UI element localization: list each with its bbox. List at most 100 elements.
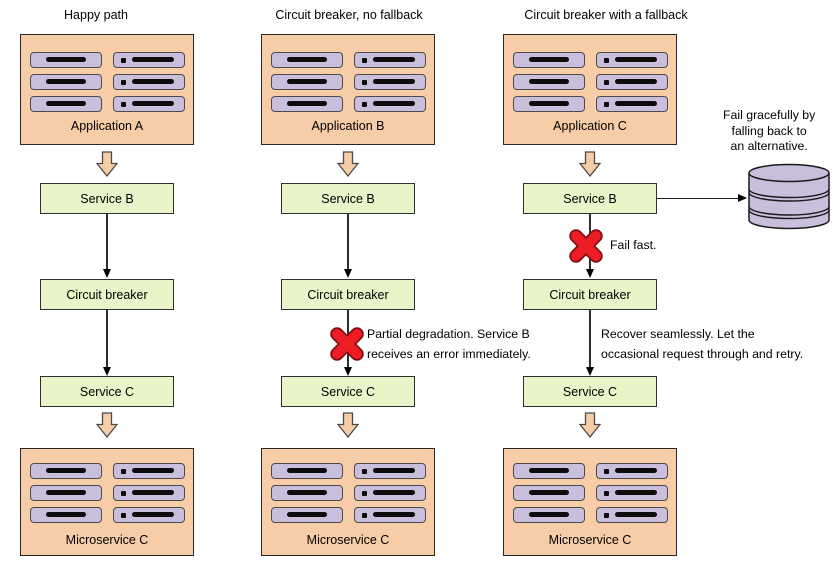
server-bar — [373, 468, 415, 473]
server-led — [362, 490, 367, 496]
service-b-box: Service B — [40, 183, 174, 214]
server-bar — [529, 468, 569, 473]
block-arrow-down-icon — [579, 151, 601, 177]
server-icon — [113, 74, 185, 90]
block-arrow-down-icon — [96, 412, 118, 438]
server-led — [604, 79, 609, 85]
server-bar — [529, 57, 569, 62]
server-icon — [596, 74, 668, 90]
server-icon — [513, 463, 585, 479]
server-bar — [373, 79, 415, 84]
circuit-breaker-label: Circuit breaker — [549, 287, 631, 302]
arrowhead-down-icon — [585, 367, 594, 376]
circuit-breaker-label: Circuit breaker — [307, 287, 389, 302]
server-bar — [132, 512, 174, 517]
server-icon — [113, 52, 185, 68]
server-icon — [354, 507, 426, 523]
server-icon — [271, 96, 343, 112]
server-led — [362, 468, 367, 474]
service-b-label: Service B — [80, 191, 134, 206]
server-icon — [113, 463, 185, 479]
server-icon — [271, 52, 343, 68]
arrow-line — [657, 197, 740, 199]
block-arrow-down-icon — [579, 412, 601, 438]
arrowhead-down-icon — [343, 269, 352, 278]
server-bar — [287, 490, 327, 495]
server-icon — [113, 485, 185, 501]
server-bar — [529, 512, 569, 517]
column-title: Circuit breaker, no fallback — [275, 8, 423, 22]
service-c-box: Service C — [523, 376, 657, 407]
circuit-breaker-box: Circuit breaker — [40, 279, 174, 310]
application-label: Application A — [70, 119, 144, 133]
service-b-box: Service B — [523, 183, 657, 214]
server-icon — [354, 52, 426, 68]
server-bar — [46, 512, 86, 517]
service-b-label: Service B — [321, 191, 375, 206]
server-icon — [354, 96, 426, 112]
server-icon — [354, 463, 426, 479]
arrowhead-down-icon — [585, 269, 594, 278]
server-led — [604, 490, 609, 496]
server-bar — [46, 490, 86, 495]
microservice-label: Microservice C — [65, 533, 149, 547]
server-bar — [529, 79, 569, 84]
server-icon — [596, 52, 668, 68]
server-icon — [596, 96, 668, 112]
server-bar — [132, 468, 174, 473]
service-b-box: Service B — [281, 183, 415, 214]
server-bar — [287, 468, 327, 473]
server-bar — [373, 490, 415, 495]
server-bar — [132, 490, 174, 495]
server-bar — [615, 79, 657, 84]
column-happy-path: Happy path Application A Service B Circu… — [20, 0, 194, 567]
server-bar — [46, 101, 86, 106]
arrowhead-right-icon — [738, 193, 747, 202]
annotation-fail-gracefully: Fail gracefully by falling back to an al… — [723, 108, 816, 153]
arrow-line — [589, 310, 591, 367]
server-led — [362, 79, 367, 85]
server-icon — [113, 96, 185, 112]
server-led — [604, 512, 609, 518]
application-box: Application A — [20, 34, 194, 145]
server-bar — [615, 57, 657, 62]
column-no-fallback: Circuit breaker, no fallback Application… — [261, 0, 531, 567]
server-led — [362, 57, 367, 63]
server-icon — [354, 485, 426, 501]
arrowhead-down-icon — [102, 269, 111, 278]
server-icon — [271, 507, 343, 523]
arrowhead-down-icon — [343, 367, 352, 376]
server-led — [604, 101, 609, 107]
server-led — [121, 101, 126, 107]
circuit-breaker-box: Circuit breaker — [281, 279, 415, 310]
server-icon — [30, 52, 102, 68]
circuit-breaker-box: Circuit breaker — [523, 279, 657, 310]
arrow-line — [106, 310, 108, 367]
block-arrow-down-icon — [337, 151, 359, 177]
server-icon — [596, 507, 668, 523]
server-bar — [373, 101, 415, 106]
server-bar — [529, 490, 569, 495]
application-label: Application C — [553, 119, 627, 133]
x-mark-icon — [330, 327, 364, 361]
column-title: Happy path — [64, 8, 128, 22]
server-bar — [132, 57, 174, 62]
server-bar — [287, 512, 327, 517]
x-mark-icon — [569, 229, 603, 263]
server-icon — [596, 485, 668, 501]
arrow-line — [106, 214, 108, 269]
microservice-box: Microservice C — [261, 448, 435, 556]
server-led — [121, 57, 126, 63]
server-icon — [30, 507, 102, 523]
server-icon — [513, 96, 585, 112]
server-led — [121, 79, 126, 85]
service-c-label: Service C — [320, 384, 376, 399]
server-icon — [354, 74, 426, 90]
column-title: Circuit breaker with a fallback — [524, 8, 688, 22]
arrowhead-down-icon — [102, 367, 111, 376]
server-led — [362, 512, 367, 518]
server-icon — [513, 485, 585, 501]
server-bar — [132, 79, 174, 84]
microservice-label: Microservice C — [548, 533, 632, 547]
server-bar — [615, 512, 657, 517]
